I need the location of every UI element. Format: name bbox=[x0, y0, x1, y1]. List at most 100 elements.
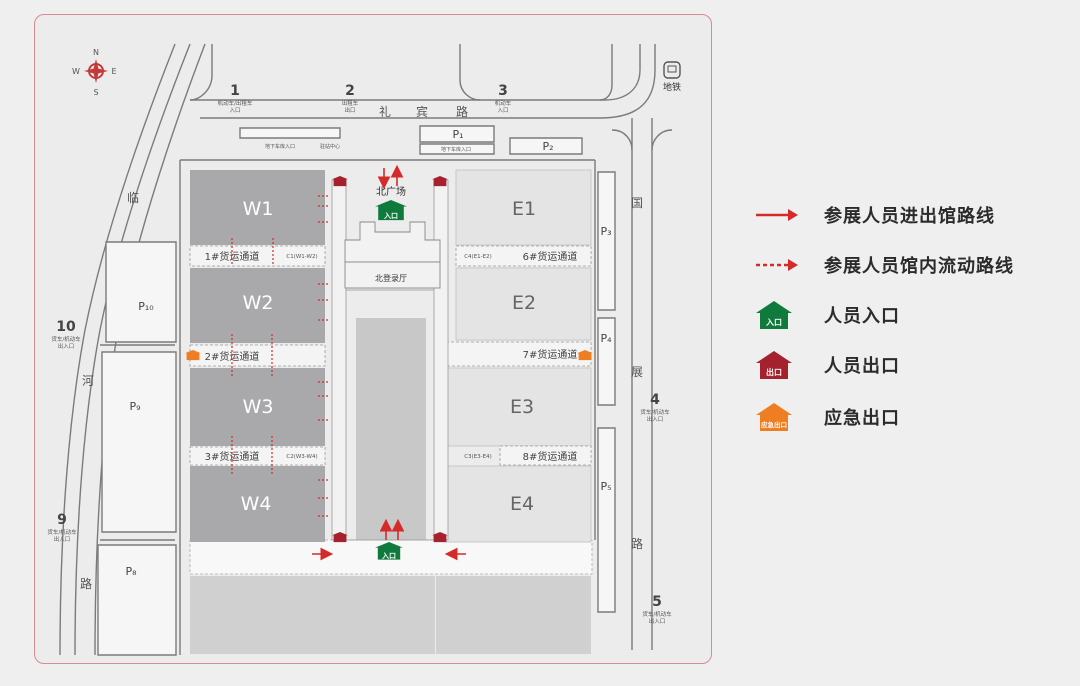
exit-house-icon: 出口 bbox=[756, 351, 792, 379]
gate-desc-2: 入口 bbox=[229, 107, 240, 114]
gate-desc: 货车/机动车 bbox=[51, 335, 81, 343]
legend-label-solid: 参展人员进出馆路线 bbox=[824, 206, 995, 227]
legend-item-entry: 入口 人员入口 bbox=[752, 298, 899, 332]
road-right-2: 展 bbox=[631, 365, 643, 379]
svg-text:出口: 出口 bbox=[766, 367, 782, 377]
gate-number: 1 bbox=[230, 83, 240, 99]
dashed-arrow-icon bbox=[756, 259, 798, 271]
hall-w2 bbox=[190, 268, 325, 343]
north-lobby-label: 北登录厅 bbox=[375, 273, 407, 283]
legend-item-exit: 出口 人员出口 bbox=[752, 348, 899, 382]
gate-number: 5 bbox=[652, 594, 662, 610]
channel-8-label: 8#货运通道 bbox=[523, 450, 578, 463]
legend-label-emergency: 应急出口 bbox=[824, 408, 900, 429]
channel-6-label: 6#货运通道 bbox=[523, 250, 578, 263]
link-e12-label: C4(E1-E2) bbox=[464, 254, 492, 260]
gate-desc: 机动车/出租车 bbox=[218, 99, 253, 107]
gate-number: 4 bbox=[650, 392, 660, 408]
road-top-3: 路 bbox=[456, 104, 468, 119]
metro-icon bbox=[663, 61, 681, 79]
road-top-2: 宾 bbox=[416, 104, 428, 119]
svg-text:入口: 入口 bbox=[765, 318, 782, 327]
svg-text:应急出口: 应急出口 bbox=[761, 420, 787, 429]
parking-p8: P₈ bbox=[125, 565, 137, 578]
entry-house-icon: 入口 bbox=[756, 301, 792, 329]
hall-e4 bbox=[445, 465, 592, 543]
gate-desc: 机动车 bbox=[495, 99, 512, 107]
gate-desc: 出租车 bbox=[342, 99, 359, 107]
svg-text:N: N bbox=[93, 48, 99, 57]
parking-p9: P₉ bbox=[129, 400, 140, 413]
gate-desc: 货车/机动车 bbox=[640, 408, 670, 416]
link-e34-label: C3(E3-E4) bbox=[464, 454, 492, 460]
gate-desc-2: 入口 bbox=[497, 107, 508, 114]
exit-sign-icon bbox=[432, 176, 448, 187]
hall-e3 bbox=[445, 367, 592, 447]
south-lot-west bbox=[190, 576, 435, 654]
parking-p10: P₁₀ bbox=[138, 300, 154, 313]
parking-p2: P₂ bbox=[542, 140, 553, 153]
link-w34-label: C2(W3-W4) bbox=[286, 454, 317, 460]
gate-desc: 货车/机动车 bbox=[642, 610, 672, 618]
parking-p1: P₁ bbox=[452, 128, 463, 141]
parking-p3: P₃ bbox=[600, 225, 611, 238]
entry-sign-label: 入口 bbox=[383, 212, 398, 220]
exit-sign-icon bbox=[332, 532, 348, 543]
road-right-1: 国 bbox=[631, 196, 643, 210]
compass-rose: N S E W bbox=[72, 48, 116, 97]
gate-desc-2: 出入口 bbox=[649, 617, 666, 625]
hall-w3-label: W3 bbox=[243, 396, 274, 418]
road-left-1: 临 bbox=[127, 191, 139, 205]
channel-1-label: 1#货运通道 bbox=[205, 250, 260, 263]
svg-text:W: W bbox=[72, 67, 80, 76]
metro-label: 地铁 bbox=[663, 81, 681, 93]
hall-e3-label: E3 bbox=[510, 396, 534, 418]
emergency-sign-icon bbox=[185, 350, 201, 361]
parking-p5: P₅ bbox=[600, 480, 611, 493]
svg-text:S: S bbox=[93, 88, 98, 97]
hall-w1-label: W1 bbox=[243, 198, 274, 220]
gate-desc-2: 出口 bbox=[344, 106, 355, 114]
solid-arrow-icon bbox=[756, 209, 798, 221]
channel-7-label: 7#货运通道 bbox=[523, 348, 578, 361]
metro-station: 地铁 bbox=[663, 61, 681, 93]
gate-desc-2: 出入口 bbox=[647, 415, 664, 423]
parking-p4: P₄ bbox=[600, 332, 612, 345]
legend-label-entry: 人员入口 bbox=[824, 306, 900, 327]
channel-2-label: 2#货运通道 bbox=[205, 350, 260, 363]
legend-label-exit: 人员出口 bbox=[824, 356, 900, 377]
east-halls bbox=[445, 169, 592, 543]
hall-w4-label: W4 bbox=[241, 493, 272, 515]
entry-sign-label: 入口 bbox=[381, 552, 396, 560]
central-hall bbox=[356, 318, 426, 540]
underground-entrance-2: 地下车库入口 bbox=[441, 146, 471, 153]
north-plaza-label: 北广场 bbox=[376, 185, 406, 198]
gate-desc: 货车/机动车 bbox=[47, 528, 77, 536]
road-left-2: 河 bbox=[82, 374, 94, 388]
road-network bbox=[59, 43, 673, 656]
hall-w1 bbox=[190, 170, 325, 245]
legend-item-emergency: 应急出口 应急出口 bbox=[752, 400, 899, 434]
gate-number: 9 bbox=[57, 512, 67, 528]
legend-item-solid-route: 参展人员进出馆路线 bbox=[752, 198, 994, 232]
hall-e4-label: E4 bbox=[510, 493, 534, 515]
gate-desc-2: 出入口 bbox=[58, 342, 75, 350]
hall-e1-label: E1 bbox=[512, 198, 536, 220]
legend-label-dashed: 参展人员馆内流动路线 bbox=[824, 256, 1014, 277]
west-halls bbox=[189, 170, 326, 542]
gate-desc-2: 出入口 bbox=[54, 535, 71, 543]
hall-w2-label: W2 bbox=[243, 292, 274, 314]
road-left-3: 路 bbox=[80, 576, 92, 591]
hall-w3 bbox=[190, 368, 325, 446]
circulation-arrows bbox=[231, 164, 466, 561]
hall-e2 bbox=[455, 267, 592, 341]
gate-number: 3 bbox=[498, 83, 508, 99]
